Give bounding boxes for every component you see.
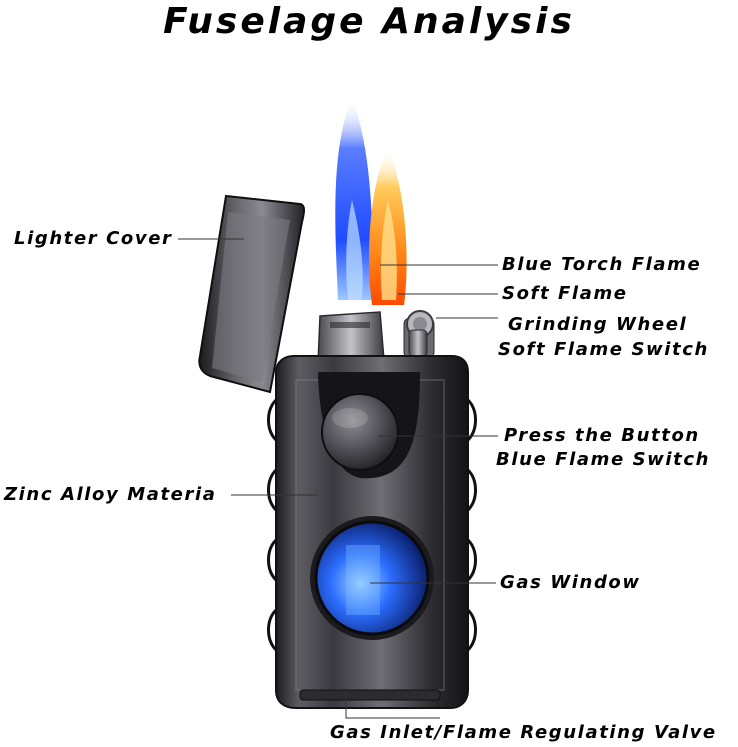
- label-zinc-alloy: Zinc Alloy Materia: [4, 484, 217, 505]
- blue-torch-flame-shape: [335, 98, 373, 300]
- label-soft-flame-switch: Soft Flame Switch: [498, 339, 709, 360]
- gas-window-shape: [314, 520, 430, 636]
- page-title: Fuselage Analysis: [163, 1, 575, 42]
- leader-lines: [178, 238, 498, 719]
- label-blue-flame-switch: Blue Flame Switch: [496, 449, 711, 470]
- gas-inlet-shape: [299, 689, 441, 701]
- label-grinding-wheel: Grinding Wheel: [508, 314, 688, 335]
- label-lighter-cover: Lighter Cover: [14, 228, 173, 249]
- label-gas-window: Gas Window: [500, 572, 641, 593]
- press-button: [321, 393, 399, 471]
- label-blue-torch-flame: Blue Torch Flame: [502, 254, 702, 275]
- label-soft-flame: Soft Flame: [502, 283, 628, 304]
- label-gas-inlet: Gas Inlet/Flame Regulating Valve: [330, 722, 717, 743]
- grinding-wheel-shape: [403, 310, 435, 359]
- label-press-the-button: Press the Button: [504, 425, 700, 446]
